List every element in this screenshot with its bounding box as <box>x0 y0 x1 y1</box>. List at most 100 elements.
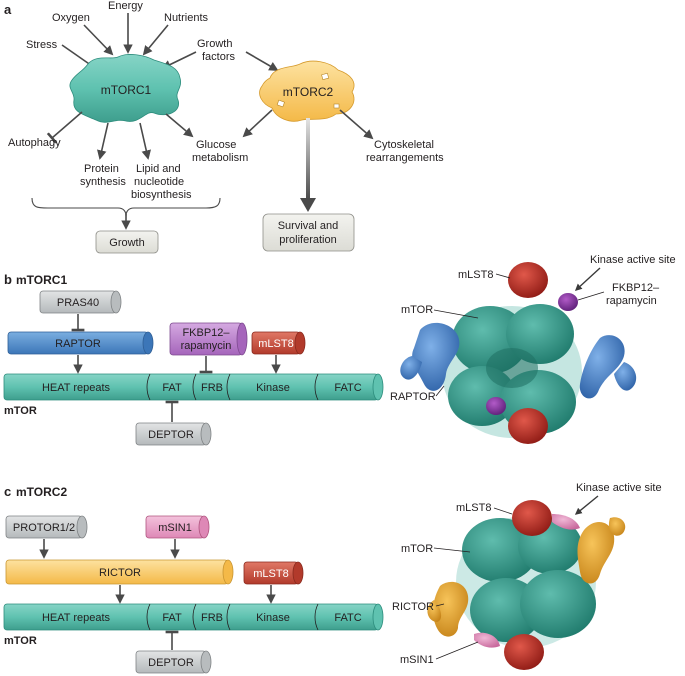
oxygen-label: Oxygen <box>52 12 90 24</box>
struct-b-raptor-leader <box>435 385 445 397</box>
deptor-box-c-end <box>200 650 212 674</box>
growth-factors-label-1: Growth <box>197 38 232 50</box>
growth-bracket <box>31 197 221 217</box>
survival-label-1: Survival and <box>278 220 339 232</box>
mtor-domain-bar-b-end <box>372 373 384 401</box>
cytoskeletal-label-1: Cytoskeletal <box>374 139 434 151</box>
mtor-label-b: mTOR <box>4 405 37 417</box>
mtorc2-marker-3 <box>333 103 340 109</box>
raptor-label: RAPTOR <box>55 338 101 350</box>
struct-b-mtor-label: mTOR <box>401 304 433 316</box>
struct-c-kinase-site-arrow <box>574 495 599 515</box>
mlst8-label-b: mLST8 <box>258 338 293 350</box>
cytoskeletal-arrow <box>339 109 374 140</box>
struct-c-mtor-leader <box>433 547 471 553</box>
domain-frb-b: FRB <box>201 382 223 394</box>
panel-b-title: mTORC1 <box>16 273 67 287</box>
fkbp12-label-1: FKBP12– <box>182 327 230 339</box>
struct-b-mtor-leader <box>433 309 479 319</box>
panel-c-letter: c <box>4 484 11 499</box>
deptor-label-b: DEPTOR <box>148 429 194 441</box>
growth-box-label: Growth <box>109 237 144 249</box>
domain-fatc-b: FATC <box>334 382 361 394</box>
domain-heat-c: HEAT repeats <box>42 612 111 624</box>
survival-arrow-shaft <box>306 118 310 200</box>
struct-c-mlst8-leader <box>493 507 513 515</box>
struct-b-mlst8-leader <box>495 273 511 279</box>
deptor-box-b-end <box>200 422 212 446</box>
struct-b-fkbp-label-1: FKBP12– <box>612 282 660 294</box>
fkbp12-box-end <box>236 322 248 356</box>
rictor-label: RICTOR <box>99 567 141 579</box>
mlst8-label-c: mLST8 <box>253 568 288 580</box>
mlst8-box-c-end <box>292 561 304 585</box>
struct-c-kinase-site-label: Kinase active site <box>576 482 662 494</box>
survival-label-2: proliferation <box>279 234 336 246</box>
domain-fatc-c: FATC <box>334 612 361 624</box>
struct-b-fkbp-label-2: rapamycin <box>606 295 657 307</box>
mtor-domain-bar-c-end <box>372 603 384 631</box>
oxygen-arrow <box>83 24 114 56</box>
autophagy-label: Autophagy <box>8 137 61 149</box>
protein-synthesis-arrow <box>97 122 109 160</box>
rictor-box-end <box>222 559 234 585</box>
autophagy-inhibit-line <box>46 111 83 144</box>
panel-b-letter: b <box>4 272 12 287</box>
protor-box-end <box>76 515 88 539</box>
mtor-domain-dividers-b <box>146 373 319 401</box>
nutrients-label: Nutrients <box>164 12 209 24</box>
growth-factors-label-2: factors <box>202 51 236 63</box>
mtorc1-blob <box>69 54 182 123</box>
mlst8-box-b-end <box>294 331 306 355</box>
growth-factors-to-mtorc2-arrow <box>245 51 279 71</box>
glucose-label-1: Glucose <box>196 139 236 151</box>
mtorc2-marker-2 <box>276 99 285 108</box>
fkbp12-label-2: rapamycin <box>181 340 232 352</box>
mtorc2-glucose-arrow <box>242 109 273 138</box>
mtorc1-glucose-arrow <box>165 113 194 138</box>
deptor-label-c: DEPTOR <box>148 657 194 669</box>
struct-b-mlst8-label: mLST8 <box>458 269 493 281</box>
cytoskeletal-label-2: rearrangements <box>366 152 444 164</box>
protor-label: PROTOR1/2 <box>13 522 75 534</box>
msin1-box-end <box>198 515 210 539</box>
protein-label-2: synthesis <box>80 176 126 188</box>
domain-frb-c: FRB <box>201 612 223 624</box>
struct-c-rictor-leader <box>435 603 445 607</box>
mtorc1-structure <box>400 262 637 444</box>
mtor-label-c: mTOR <box>4 635 37 647</box>
nutrients-arrow <box>142 24 169 56</box>
panel-c-title: mTORC2 <box>16 485 67 499</box>
mtorc2-structure <box>427 500 626 670</box>
energy-label: Energy <box>108 0 143 12</box>
struct-b-fkbp-leader <box>577 291 605 301</box>
mtorc2-label: mTORC2 <box>283 85 334 99</box>
struct-c-msin1-leader <box>435 641 479 660</box>
lipid-label-2: nucleotide <box>134 176 184 188</box>
mtor-domain-dividers-c <box>146 603 319 631</box>
domain-fat-c: FAT <box>162 612 182 624</box>
domain-kinase-c: Kinase <box>256 612 290 624</box>
survival-arrow-head <box>300 198 316 212</box>
msin1-label: mSIN1 <box>158 522 192 534</box>
mtorc1-label: mTORC1 <box>101 83 152 97</box>
pras40-label: PRAS40 <box>57 297 99 309</box>
lipid-label-3: biosynthesis <box>131 189 192 201</box>
struct-b-kinase-site-label: Kinase active site <box>590 254 676 266</box>
struct-c-mtor-label: mTOR <box>401 543 433 555</box>
lipid-label-1: Lipid and <box>136 163 181 175</box>
survival-box <box>262 213 355 252</box>
domain-fat-b: FAT <box>162 382 182 394</box>
panel-a-letter: a <box>4 2 12 17</box>
mtorc2-marker-1 <box>321 72 330 81</box>
struct-b-kinase-site-arrow <box>574 267 601 291</box>
protein-label-1: Protein <box>84 163 119 175</box>
domain-kinase-b: Kinase <box>256 382 290 394</box>
glucose-label-2: metabolism <box>192 152 248 164</box>
struct-c-msin1-label: mSIN1 <box>400 654 434 666</box>
raptor-box-end <box>142 331 154 355</box>
growth-box <box>95 230 159 254</box>
struct-c-mlst8-label: mLST8 <box>456 502 491 514</box>
domain-heat-b: HEAT repeats <box>42 382 111 394</box>
